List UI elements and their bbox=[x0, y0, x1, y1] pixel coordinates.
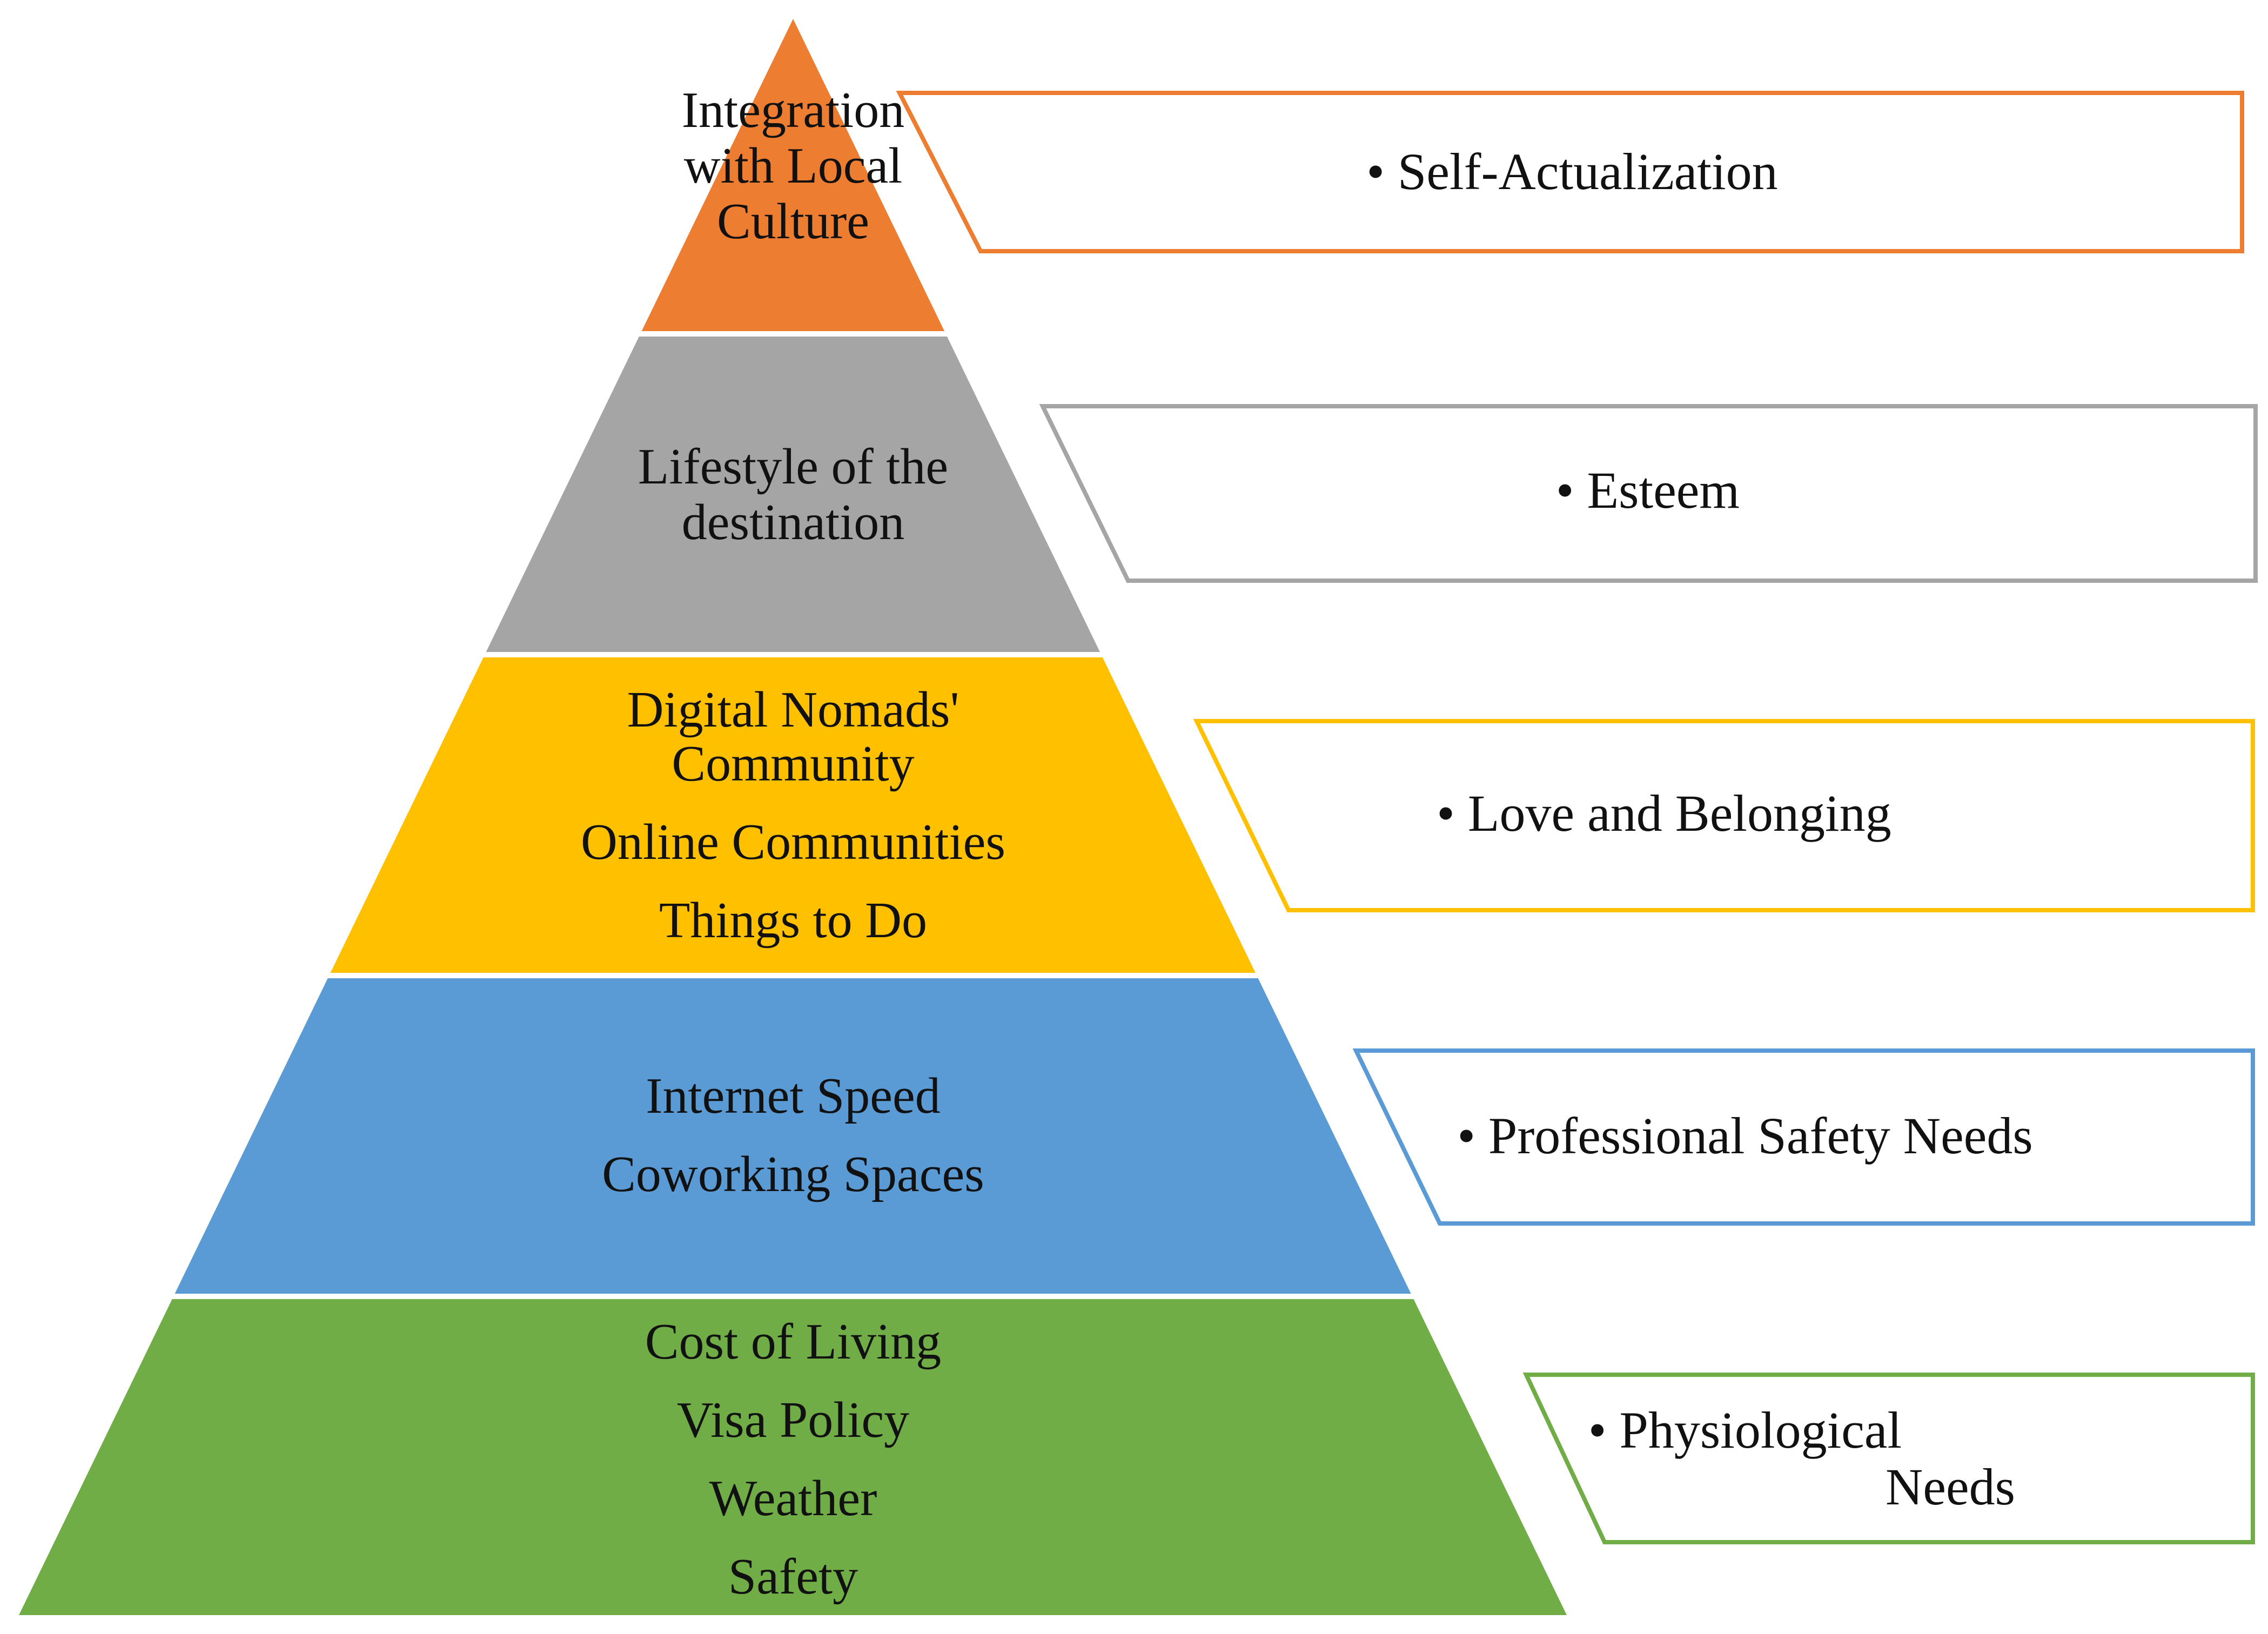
professional-safety-box bbox=[1352, 1048, 2255, 1226]
professional-safety-tier-shape bbox=[175, 978, 1411, 1294]
self-actualization-tier-label: Culture bbox=[717, 193, 869, 250]
professional-safety-tier-label: Internet Speed bbox=[646, 1068, 941, 1124]
love-belonging-tier-shape bbox=[330, 657, 1256, 973]
love-belonging-tier-label: Things to Do bbox=[659, 892, 927, 949]
physiological-tier-label: Safety bbox=[728, 1549, 858, 1605]
self-actualization-tier-shape bbox=[641, 19, 945, 331]
professional-safety-tier-label: Coworking Spaces bbox=[602, 1146, 984, 1202]
physiological-tier-shape bbox=[19, 1299, 1567, 1615]
professional-safety-label: • Professional Safety Needs bbox=[1457, 1107, 2032, 1165]
needs-labels: • Self-Actualization • Esteem • Love and B… bbox=[896, 91, 2258, 1544]
physiological-tier-label: Weather bbox=[709, 1470, 877, 1527]
physiological-tier-label: Visa Policy bbox=[677, 1392, 909, 1448]
love-belonging-tier-label: Online Communities bbox=[581, 814, 1005, 870]
esteem-box bbox=[1039, 404, 2258, 583]
love-belonging-box bbox=[1193, 719, 2255, 912]
love-belonging-tier-label: Digital Nomads' bbox=[627, 682, 959, 738]
esteem-tier-shape bbox=[486, 337, 1100, 652]
physiological-box bbox=[1522, 1373, 2255, 1544]
physiological-tier-label: Cost of Living bbox=[645, 1314, 941, 1370]
physiological-label: Needs bbox=[1885, 1458, 2015, 1516]
esteem-label: • Esteem bbox=[1556, 461, 1740, 519]
esteem-tier-label: destination bbox=[682, 494, 905, 550]
self-actualization-tier-label: Integration bbox=[682, 82, 904, 138]
love-belonging-tier-label: Community bbox=[672, 736, 914, 792]
esteem-tier-label: Lifestyle of the bbox=[638, 439, 948, 495]
self-actualization-label: • Self-Actualization bbox=[1366, 143, 1777, 200]
love-belonging-label: • Love and Belonging bbox=[1437, 784, 1891, 842]
self-actualization-box bbox=[896, 91, 2244, 253]
physiological-label: • Physiological bbox=[1588, 1401, 1902, 1459]
self-actualization-tier-label: with Local bbox=[684, 138, 903, 194]
